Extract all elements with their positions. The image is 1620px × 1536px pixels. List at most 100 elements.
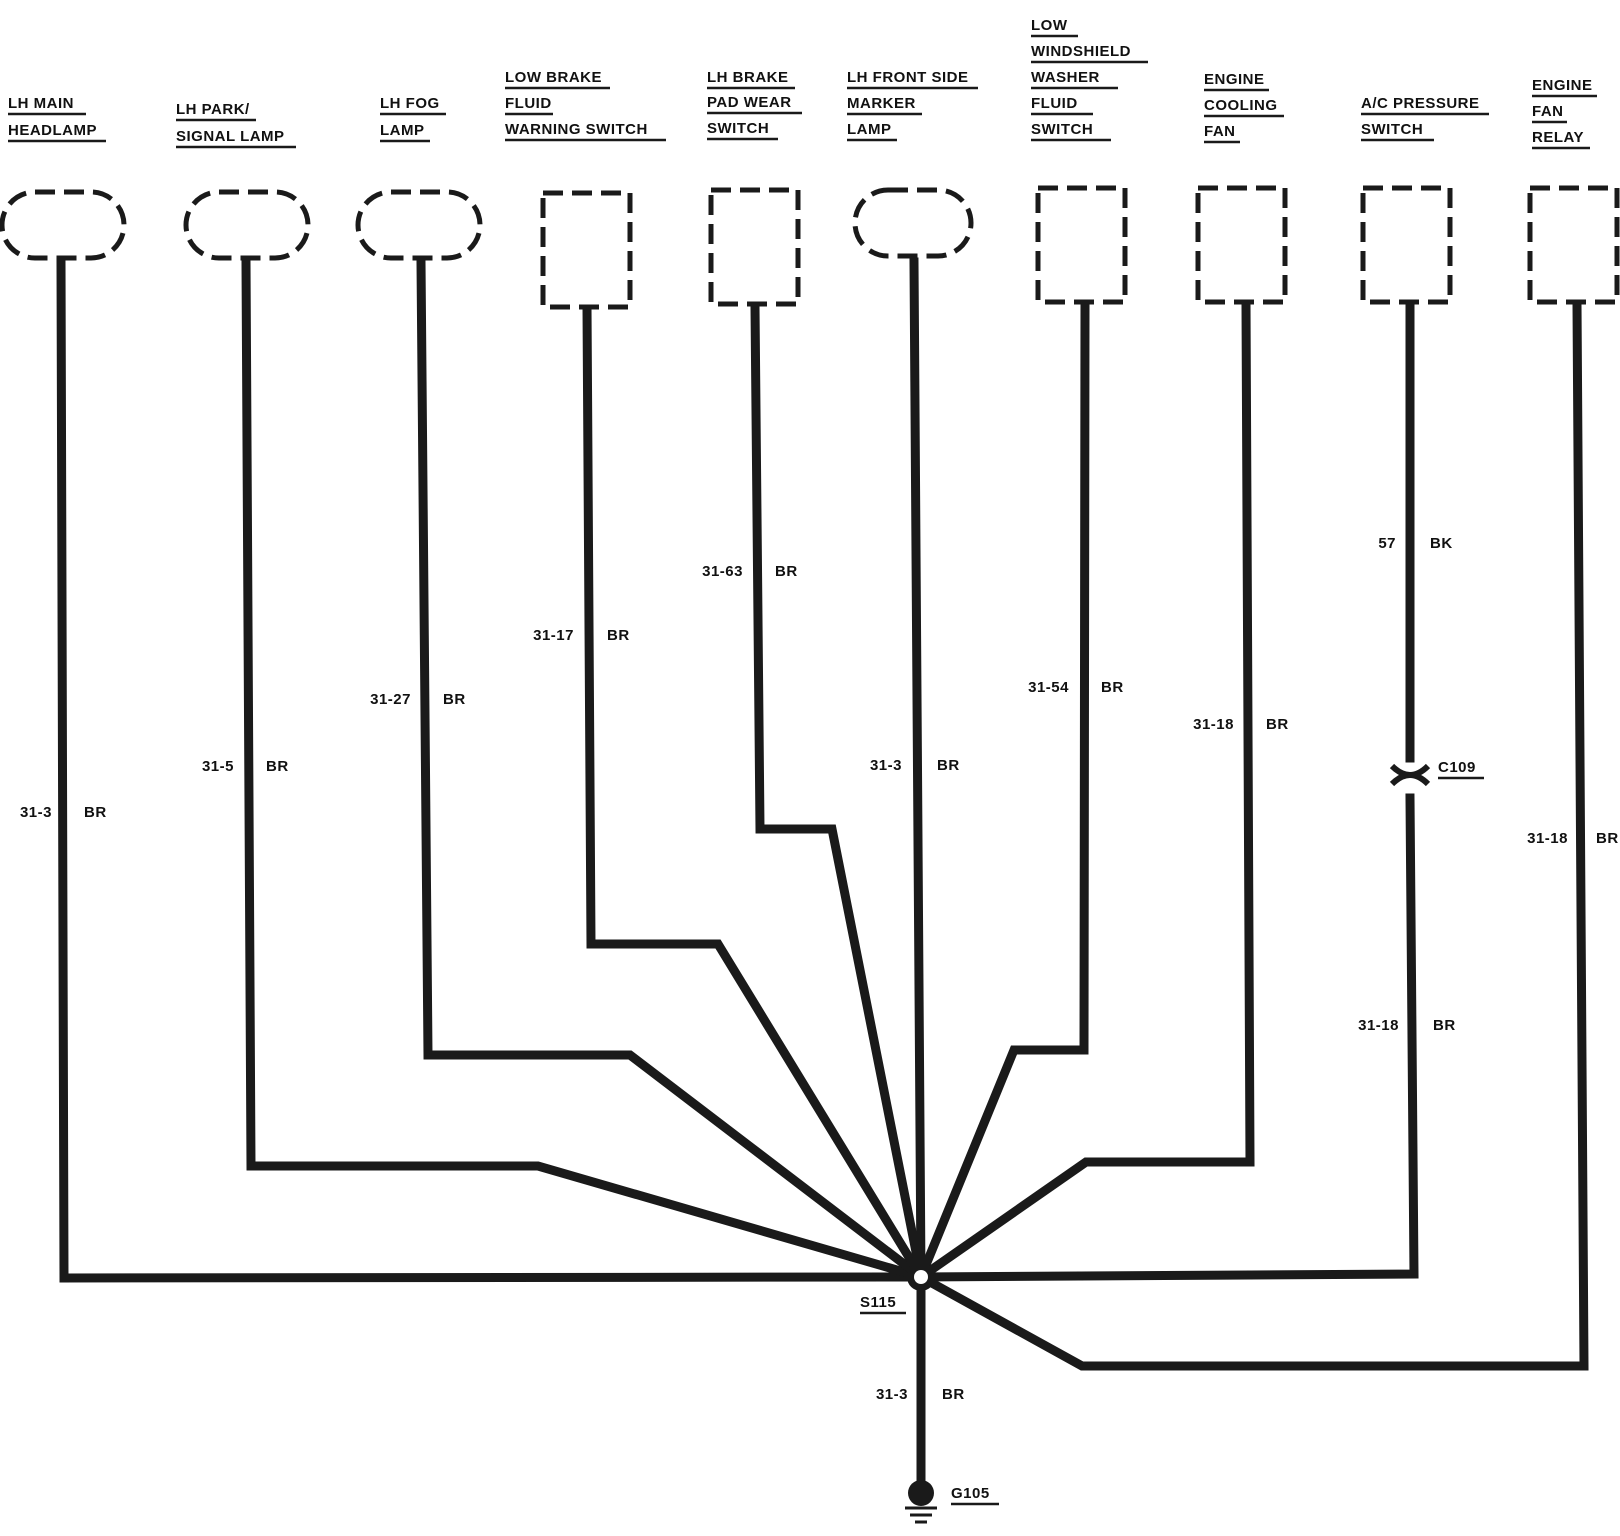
- circuit-number: 31-18: [1358, 1017, 1399, 1034]
- label-line: FAN: [1532, 103, 1564, 120]
- wire-label-w9a: 57 BK: [1378, 535, 1452, 552]
- wire-color: BR: [266, 758, 289, 775]
- circuit-number: 31-18: [1527, 830, 1568, 847]
- ground-icon: [908, 1480, 934, 1506]
- circuit-number: 31-5: [202, 758, 234, 775]
- circuit-number: 31-63: [702, 563, 743, 580]
- wire-label-w9b: 31-18 BR: [1358, 1017, 1456, 1034]
- splice-s115: S115: [860, 1263, 935, 1315]
- circuit-number: 31-3: [876, 1386, 908, 1403]
- wire-color: BR: [775, 563, 798, 580]
- label-line: WASHER: [1031, 69, 1100, 86]
- connector-ac-pressure-switch: [1360, 185, 1453, 305]
- circuit-number: 31-3: [20, 804, 52, 821]
- wire-low-windshield-washer-switch: [915, 299, 1090, 1283]
- wire-label-wg: 31-3 BR: [876, 1386, 965, 1403]
- wire-ac-pressure-switch-lower: [916, 793, 1419, 1282]
- connector-low-windshield-washer-switch: [1035, 185, 1128, 305]
- wire-color: BR: [84, 804, 107, 821]
- label-line: SWITCH: [1361, 121, 1423, 138]
- label-line: LAMP: [380, 122, 425, 139]
- component-label-engine-fan-relay: ENGINE FAN RELAY: [1532, 77, 1597, 150]
- connectors: [0, 185, 1620, 310]
- circuit-number: 31-54: [1028, 679, 1069, 696]
- component-label-lh-main-headlamp: LH MAIN HEADLAMP: [8, 95, 106, 143]
- circuit-number: 31-3: [870, 757, 902, 774]
- label-line: LH PARK/: [176, 101, 250, 118]
- wire-color: BR: [607, 627, 630, 644]
- wire-engine-fan-relay: [914, 299, 1589, 1371]
- connector-lh-brake-pad-wear-switch: [708, 187, 801, 307]
- label-line: PAD WEAR: [707, 94, 792, 111]
- component-label-low-windshield-washer-fluid-switch: LOW WINDSHIELD WASHER FLUID SWITCH: [1031, 17, 1148, 142]
- label-line: LH MAIN: [8, 95, 74, 112]
- wire-label-w5: 31-63 BR: [702, 563, 798, 580]
- component-label-ac-pressure-switch: A/C PRESSURE SWITCH: [1361, 95, 1489, 142]
- wire-color: BK: [1430, 535, 1453, 552]
- wire-label-w10: 31-18 BR: [1527, 830, 1619, 847]
- wire-lh-park-signal-lamp: [241, 257, 927, 1283]
- wire-color: BR: [443, 691, 466, 708]
- label-line: FAN: [1204, 123, 1236, 140]
- ground-label-g105: G105: [951, 1485, 990, 1502]
- circuit-number: 57: [1378, 535, 1396, 552]
- connector-low-brake-fluid-switch: [540, 190, 633, 310]
- label-line: LOW BRAKE: [505, 69, 602, 86]
- label-line: LH FOG: [380, 95, 440, 112]
- splice-label-s115: S115: [860, 1294, 896, 1311]
- connector-lh-park-signal-lamp: [183, 189, 311, 261]
- wire-color: BR: [942, 1386, 965, 1403]
- label-line: SIGNAL LAMP: [176, 128, 285, 145]
- wire-label-w1: 31-3 BR: [20, 804, 107, 821]
- circuit-number: 31-27: [370, 691, 411, 708]
- label-line: FLUID: [505, 95, 552, 112]
- component-label-lh-fog-lamp: LH FOG LAMP: [380, 95, 446, 143]
- label-line: A/C PRESSURE: [1361, 95, 1480, 112]
- wire-color: BR: [1266, 716, 1289, 733]
- wire-lh-main-headlamp: [56, 257, 926, 1283]
- wire-engine-cooling-fan: [914, 299, 1255, 1284]
- component-label-low-brake-fluid-warning-switch: LOW BRAKE FLUID WARNING SWITCH: [505, 69, 666, 142]
- inline-connector-c109: C109: [1389, 759, 1484, 787]
- connector-label-c109: C109: [1438, 759, 1476, 776]
- label-line: FLUID: [1031, 95, 1078, 112]
- wire-label-w6: 31-3 BR: [870, 757, 960, 774]
- wires: [56, 257, 1589, 1493]
- wire-color: BR: [937, 757, 960, 774]
- label-line: LOW: [1031, 17, 1068, 34]
- label-line: MARKER: [847, 95, 916, 112]
- component-label-lh-brake-pad-wear-switch: LH BRAKE PAD WEAR SWITCH: [707, 69, 802, 141]
- label-line: WINDSHIELD: [1031, 43, 1131, 60]
- component-label-lh-park-signal-lamp: LH PARK/ SIGNAL LAMP: [176, 101, 296, 149]
- connector-engine-fan-relay: [1527, 185, 1620, 305]
- wire-color: BR: [1596, 830, 1619, 847]
- label-line: LH BRAKE: [707, 69, 789, 86]
- label-line: LH FRONT SIDE: [847, 69, 969, 86]
- label-line: SWITCH: [1031, 121, 1093, 138]
- component-label-engine-cooling-fan: ENGINE COOLING FAN: [1204, 71, 1284, 144]
- connector-lh-fog-lamp: [355, 189, 483, 261]
- wire-lh-brake-pad-wear-switch: [750, 302, 927, 1283]
- wire-label-w3: 31-27 BR: [370, 691, 466, 708]
- label-line: WARNING SWITCH: [505, 121, 648, 138]
- circuit-number: 31-18: [1193, 716, 1234, 733]
- wire-low-brake-fluid-switch: [582, 302, 928, 1284]
- wire-lh-front-side-marker-lamp: [909, 257, 926, 1282]
- component-label-lh-front-side-marker-lamp: LH FRONT SIDE MARKER LAMP: [847, 69, 978, 142]
- wire-label-w2: 31-5 BR: [202, 758, 289, 775]
- label-line: HEADLAMP: [8, 122, 97, 139]
- wire-label-w8: 31-18 BR: [1193, 716, 1289, 733]
- wire-color: BR: [1433, 1017, 1456, 1034]
- wire-label-w7: 31-54 BR: [1028, 679, 1124, 696]
- wire-label-w4: 31-17 BR: [533, 627, 630, 644]
- connector-lh-main-headlamp: [0, 189, 127, 261]
- circuit-number: 31-17: [533, 627, 574, 644]
- wire-labels: 31-3 BR 31-5 BR 31-27 BR 31-17 BR 31-63 …: [20, 535, 1619, 1403]
- connector-engine-cooling-fan: [1195, 185, 1288, 305]
- label-line: SWITCH: [707, 120, 769, 137]
- label-line: LAMP: [847, 121, 892, 138]
- label-line: ENGINE: [1532, 77, 1593, 94]
- wire-color: BR: [1101, 679, 1124, 696]
- label-line: COOLING: [1204, 97, 1278, 114]
